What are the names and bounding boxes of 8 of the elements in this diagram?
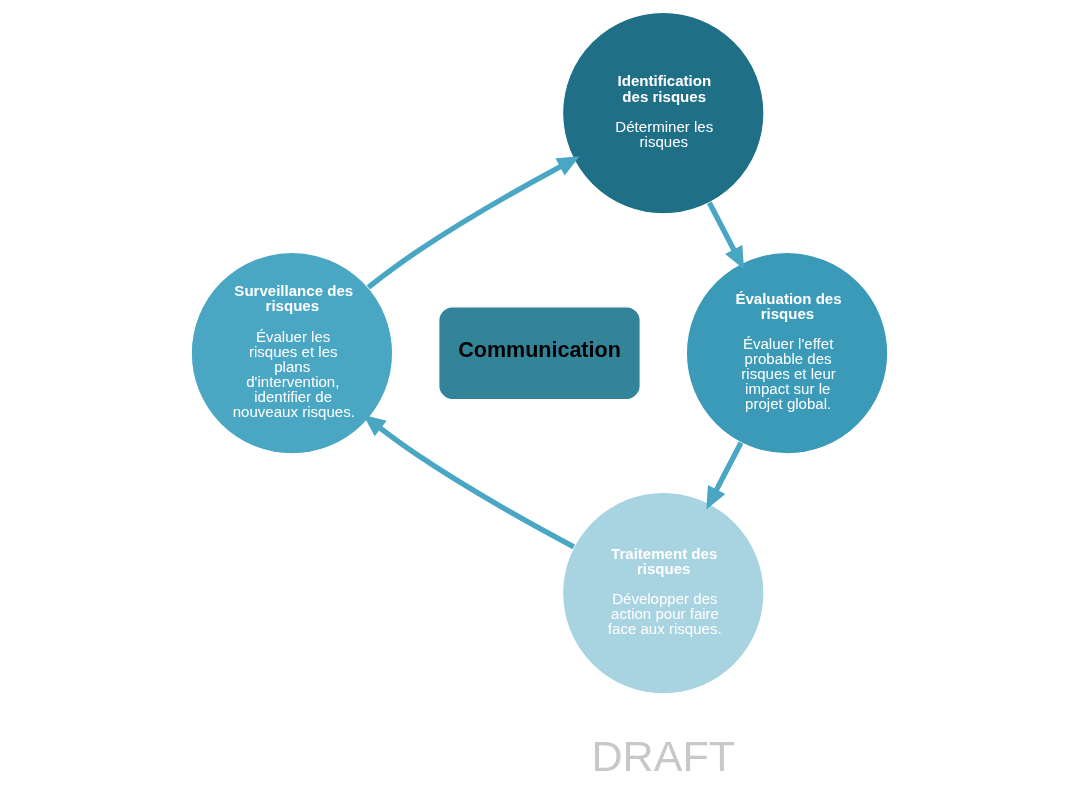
arrow [706,201,744,270]
node-circle: Traitement des risques Développer des action pour faire face aux risques. [561,492,764,695]
arrow [366,156,580,290]
node-circle: Surveillance des risques Évaluer les risques et les plans d'intervention, identifier de nouveaux risques. [190,251,393,455]
node-circle: Identification des risques Déterminer les risques [561,11,764,215]
node-box: Communication [437,306,641,400]
node-circle: Évaluation des risques Évaluer l'effet probable des risques et leur impact sur le projet global. [685,251,888,455]
arrow [705,441,743,510]
